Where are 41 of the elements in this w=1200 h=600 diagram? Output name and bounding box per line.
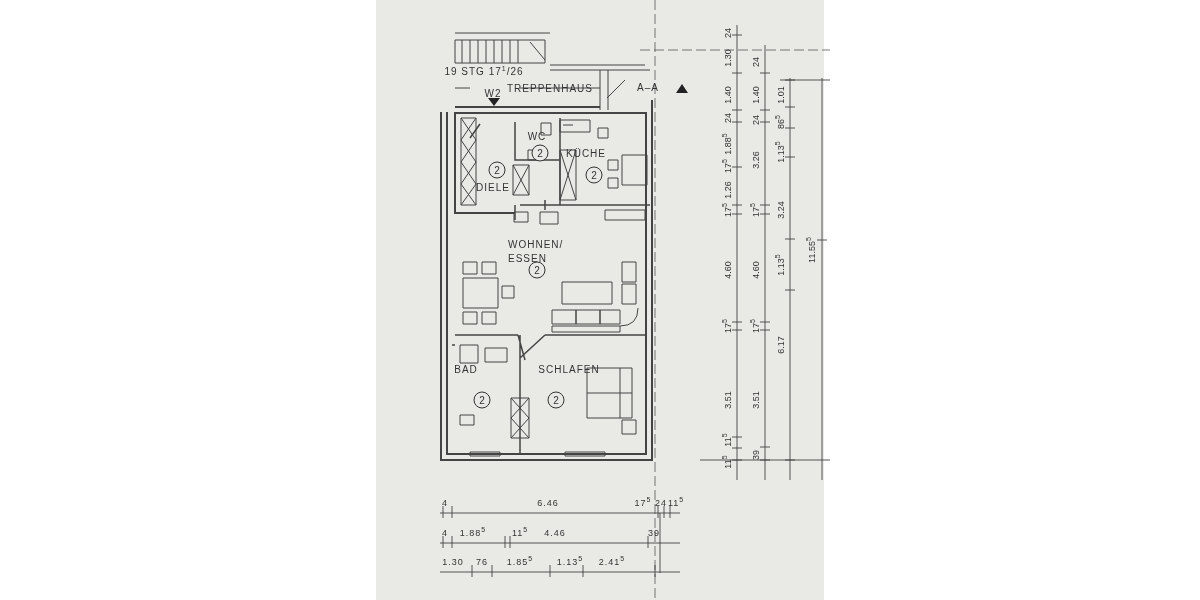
dimension-label: 3.26 (751, 151, 761, 169)
dimension-label: 24 (751, 57, 761, 67)
dimension-label: 1.30 (442, 557, 464, 567)
dimension-label: 1.26 (723, 181, 733, 199)
dimension-label: 1.13$^{5}$ (556, 557, 584, 567)
dimension-label: 3.24 (776, 201, 786, 219)
dimension-label: 39 (751, 450, 761, 460)
dimension-label: 24 (655, 498, 667, 508)
dimension-label: 1.85$^{5}$ (506, 557, 534, 567)
dimension-label: 24 (723, 113, 733, 123)
dimension-label: 1.40 (723, 86, 733, 104)
dimension-label: 24 (723, 28, 733, 38)
room-label: SCHLAFEN (538, 365, 600, 375)
room-label: KÜCHE (566, 149, 606, 159)
dimension-label: 3.51 (751, 391, 761, 409)
dimension-label: 6.46 (537, 498, 559, 508)
dimension-label: 4.46 (544, 528, 566, 538)
dimension-label: 17$^{5}$ (634, 498, 652, 508)
dimension-label: 1.40 (751, 86, 761, 104)
plan-note: A–A (637, 83, 659, 93)
dimension-label: 11$^{5}$ (667, 498, 685, 508)
room-label: TREPPENHAUS (507, 84, 593, 94)
dimension-label: 11$^{5}$ (511, 528, 529, 538)
dimension-label: 4 (442, 528, 448, 538)
plan-note: 19 STG 17$^{1}$/26 (444, 67, 524, 77)
room-label: BAD (454, 365, 478, 375)
dimension-label: 4.60 (751, 261, 761, 279)
dimension-label: 24 (751, 115, 761, 125)
dimension-label: 3.51 (723, 391, 733, 409)
dimension-label: 1.88$^{5}$ (459, 528, 487, 538)
dimension-label: 39 (648, 528, 660, 538)
dimension-label: 2.41$^{5}$ (598, 557, 626, 567)
dimension-label: 6.17 (776, 336, 786, 354)
room-label: DIELE (476, 183, 510, 193)
dimension-label: 76 (476, 557, 488, 567)
dimension-label: 1.30 (723, 49, 733, 67)
room-label: WC (527, 132, 547, 142)
dimension-label: 4.60 (723, 261, 733, 279)
dimension-label: 4 (442, 498, 448, 508)
dimension-label: 1.01 (776, 86, 786, 104)
plan-note: W2 (484, 89, 502, 99)
